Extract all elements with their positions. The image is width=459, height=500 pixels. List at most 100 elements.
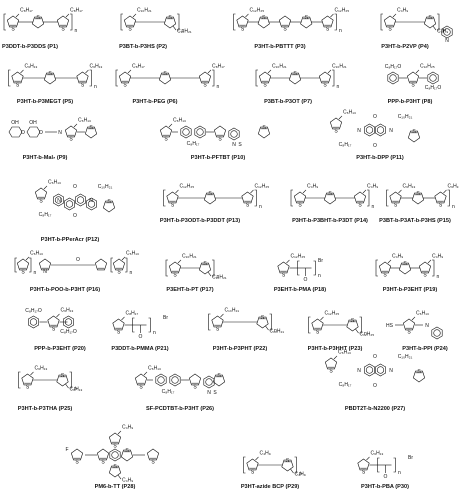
thiophene-ring [277, 261, 290, 274]
oxygen-atom: O [39, 130, 43, 136]
bond-line [387, 259, 392, 264]
bond-line [117, 430, 122, 435]
sulfur-atom: S [416, 191, 420, 197]
thiophene-ring [21, 373, 34, 386]
repeat-bracket [332, 69, 335, 87]
thiophene-ring [321, 15, 334, 28]
side-chain-label: C₁₀H₂₁ [272, 64, 287, 70]
bond-line [443, 189, 447, 194]
thiophene-ring [147, 448, 159, 461]
repeat-bracket [70, 13, 73, 31]
bond-line [320, 316, 324, 321]
sulfur-atom: S [26, 384, 30, 390]
polymer-label-p13: P3HT-b-P3ODT-b-P3DDT (P13) [160, 218, 240, 224]
side-chain-label: C₁₂H₂₅ [360, 331, 375, 337]
bond-line [85, 69, 89, 74]
thiophene-ring [76, 71, 89, 84]
side-chain-label: C₁₂H₂₅ [255, 184, 270, 190]
sulfur-atom: S [251, 469, 255, 475]
sulfur-atom: S [113, 443, 117, 449]
polymer-label-p3: P3HT-b-PBTTT (P3) [254, 44, 305, 50]
repeat-bracket [290, 189, 293, 207]
oxygen-atom: O [373, 143, 377, 149]
thiophene-ring [97, 448, 109, 461]
polymer-label-p11: P3HT-b-DPP (P11) [356, 155, 404, 161]
side-chain-label: C₄H₉ [437, 28, 448, 34]
sulfur-atom: S [139, 384, 143, 390]
side-chain-label: C₆H₁₃ [35, 366, 48, 372]
bond-line [330, 13, 334, 18]
repeat-bracket [125, 257, 128, 273]
pyranose-ring [26, 126, 41, 138]
polymer-label-p5: P3HT-b-P3MEGT (P5) [17, 99, 73, 105]
repeat-bracket [165, 259, 168, 277]
repeat-subscript: n [318, 273, 321, 279]
side-chain-label: C₆H₁₃ [371, 451, 384, 457]
repeat-bracket [132, 317, 135, 333]
sulfur-atom: S [246, 202, 250, 208]
repeat-bracket [393, 457, 396, 473]
sulfur-atom: S [36, 15, 40, 21]
side-chain-label: C₈H₁₇ [339, 382, 352, 388]
repeat-subscript: n [74, 386, 77, 392]
thiophene-ring [246, 458, 259, 471]
polymer-label-p23: P3HT-b-P3HHT (P23) [308, 346, 363, 352]
bond-line [73, 123, 78, 128]
oxygen-atom: O [73, 213, 77, 219]
oxygen-atom: O [73, 184, 77, 190]
thiophene-ring [324, 357, 338, 370]
repeat-bracket [233, 13, 236, 31]
thiophene-ring [189, 373, 201, 386]
pyranose-ring [8, 126, 23, 138]
sulfur-atom: S [16, 82, 20, 88]
fluorene-ring [194, 125, 206, 139]
sulfur-atom: S [316, 329, 320, 335]
thiophene-ring [16, 258, 30, 271]
bond-line [177, 259, 182, 264]
sulfur-atom: S [163, 71, 167, 77]
side-chain-label: C₈H₁₇ [339, 142, 352, 148]
repeat-subscript: n [274, 328, 277, 334]
nitrogen-atom: N [232, 142, 236, 148]
sulfur-atom: S [39, 198, 43, 204]
repeat-bracket [208, 313, 211, 331]
sulfur-atom: S [262, 15, 266, 21]
bromine-atom: Br [163, 315, 168, 321]
bond-line [207, 271, 212, 277]
sulfur-atom: S [52, 326, 56, 332]
repeat-bracket [212, 259, 215, 277]
sulfur-atom: S [173, 272, 177, 278]
bond-line [267, 69, 272, 74]
side-chain-label: C₁₀H₂₁ [137, 8, 152, 14]
nitrogen-atom: N [357, 368, 361, 374]
polymer-label-p30: P3HT-b-PBA (P30) [361, 484, 409, 490]
side-chain-label: C₆H₁₃ [148, 366, 161, 372]
repeat-subscript: n [437, 274, 440, 280]
repeat-subscript: n [34, 270, 37, 276]
bond-line [432, 25, 437, 31]
repeat-subscript: n [452, 204, 455, 210]
side-chain-label: C₆H₁₃ [416, 311, 429, 317]
bond-line [43, 185, 48, 190]
thiophene-ring [135, 373, 147, 386]
repeat-bracket [297, 260, 300, 276]
thiophene-ring [241, 191, 254, 204]
bond-line [121, 316, 125, 321]
oxygen-atom: O [21, 130, 25, 136]
repeat-bracket [377, 457, 380, 473]
repeat-subscript: n [337, 84, 340, 90]
side-chain-label: C₄H₉ [397, 8, 408, 14]
thiophene-ring [278, 15, 292, 28]
polymer-label-p20: PPP-b-P3EHT (P20) [34, 346, 86, 352]
perylene-core-ring [75, 193, 86, 207]
thiophene-ring [113, 258, 125, 271]
